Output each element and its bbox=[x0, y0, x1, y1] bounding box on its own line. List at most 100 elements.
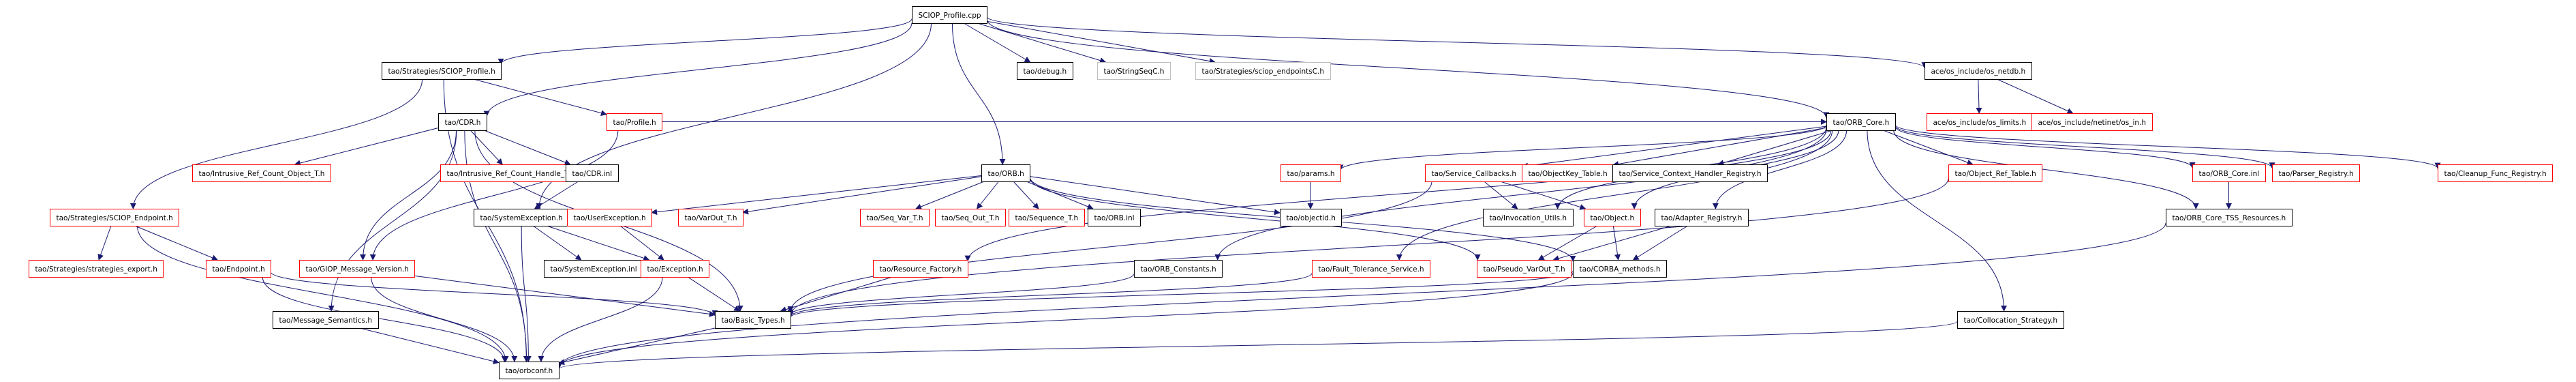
graph-node-seq-out-t-h[interactable]: tao/Seq_Out_T.h bbox=[935, 209, 1006, 226]
edge-orb-h-to-seq-var-t-h bbox=[915, 181, 985, 210]
graph-node-orbconf-h[interactable]: tao/orbconf.h bbox=[499, 362, 559, 379]
graph-node-sch-registry-h[interactable]: tao/Service_Context_Handler_Registry.h bbox=[1612, 164, 1768, 182]
graph-node-corba-methods-h[interactable]: tao/CORBA_methods.h bbox=[1573, 260, 1667, 278]
graph-node-message-semantics-h[interactable]: tao/Message_Semantics.h bbox=[273, 311, 379, 329]
edge-profile-h-to-giop-msg-version-h bbox=[369, 130, 619, 261]
edge-orb-core-h-to-orb-constants-h bbox=[1214, 129, 1827, 261]
graph-node-orb-constants-h[interactable]: tao/ORB_Constants.h bbox=[1134, 260, 1223, 278]
graph-node-endpoint-h[interactable]: tao/Endpoint.h bbox=[206, 260, 271, 278]
edge-service-callbacks-h-to-invocation-utils-h bbox=[1484, 181, 1518, 209]
graph-node-object-h[interactable]: tao/Object.h bbox=[1584, 209, 1641, 226]
edge-orb-h-to-objectid-h bbox=[1029, 176, 1281, 216]
edge-exception-h-to-orbconf-h bbox=[538, 276, 663, 362]
node-label: tao/Seq_Var_T.h bbox=[867, 214, 923, 222]
graph-node-collocation-strategy-h[interactable]: tao/Collocation_Strategy.h bbox=[1957, 311, 2064, 329]
node-label: tao/SystemException.h bbox=[480, 214, 563, 222]
graph-node-service-callbacks-h[interactable]: tao/Service_Callbacks.h bbox=[1425, 164, 1523, 182]
edge-service-callbacks-h-to-object-h bbox=[1500, 181, 1586, 210]
edge-basic-types-h-to-orbconf-h bbox=[558, 327, 716, 366]
edge-orb-core-h-to-sch-registry-h bbox=[1717, 130, 1833, 166]
graph-node-giop-msg-version-h[interactable]: tao/GIOP_Message_Version.h bbox=[299, 260, 415, 278]
node-label: tao/Pseudo_VarOut_T.h bbox=[1484, 265, 1565, 274]
graph-node-orb-core-tss-h[interactable]: tao/ORB_Core_TSS_Resources.h bbox=[2166, 209, 2293, 226]
edge-adapter-registry-h-to-pseudo-varout-t-h bbox=[1552, 225, 1672, 262]
graph-node-debug-h[interactable]: tao/debug.h bbox=[1017, 62, 1073, 80]
graph-node-sciop-endpoint-h[interactable]: tao/Strategies/SCIOP_Endpoint.h bbox=[50, 209, 179, 226]
edge-orb-core-h-to-parser-registry-h bbox=[1895, 125, 2275, 169]
graph-node-basic-types-h[interactable]: tao/Basic_Types.h bbox=[715, 311, 791, 329]
edge-root-to-sciop-profile-h bbox=[497, 18, 913, 65]
node-label: tao/VarOut_T.h bbox=[685, 214, 737, 222]
edge-orb-core-h-to-object-ref-table-h bbox=[1883, 130, 1974, 166]
node-label: tao/Cleanup_Func_Registry.h bbox=[2444, 170, 2547, 178]
node-label: tao/ORB_Core.h bbox=[1833, 119, 1890, 127]
graph-node-system-exception-inl[interactable]: tao/SystemException.inl bbox=[544, 260, 643, 278]
node-box bbox=[499, 362, 559, 379]
graph-node-orb-core-inl[interactable]: tao/ORB_Core.inl bbox=[2192, 164, 2266, 182]
graph-node-exception-h[interactable]: tao/Exception.h bbox=[641, 260, 709, 278]
graph-node-params-h[interactable]: tao/params.h bbox=[1281, 164, 1341, 182]
node-box bbox=[474, 209, 569, 226]
node-box bbox=[1477, 260, 1571, 278]
graph-node-os-in-h[interactable]: ace/os_include/netinet/os_in.h bbox=[2031, 113, 2153, 131]
node-label: tao/Strategies/SCIOP_Endpoint.h bbox=[57, 214, 173, 222]
graph-node-root: SCIOP_Profile.cpp bbox=[912, 6, 987, 24]
graph-node-object-ref-table-h[interactable]: tao/Object_Ref_Table.h bbox=[1948, 164, 2042, 182]
graph-node-objectkey-table-h[interactable]: tao/ObjectKey_Table.h bbox=[1522, 164, 1614, 182]
graph-node-sciop-profile-h[interactable]: tao/Strategies/SCIOP_Profile.h bbox=[382, 62, 502, 80]
graph-node-os-limits-h[interactable]: ace/os_include/os_limits.h bbox=[1927, 113, 2033, 131]
edge-system-exception-h-to-exception-h bbox=[546, 225, 650, 261]
graph-node-orb-core-h[interactable]: tao/ORB_Core.h bbox=[1826, 113, 1896, 131]
graph-node-sciop-endpointsc-h[interactable]: tao/Strategies/sciop_endpointsC.h bbox=[1195, 62, 1331, 80]
edge-exception-h-to-basic-types-h bbox=[687, 276, 741, 312]
node-box bbox=[641, 260, 709, 278]
graph-node-profile-h[interactable]: tao/Profile.h bbox=[607, 113, 662, 131]
edge-corba-methods-h-to-orbconf-h bbox=[555, 272, 1574, 368]
node-label: tao/Parser_Registry.h bbox=[2279, 170, 2354, 178]
graph-node-intrusive-obj-h[interactable]: tao/Intrusive_Ref_Count_Object_T.h bbox=[192, 164, 331, 182]
graph-node-orb-inl[interactable]: tao/ORB.inl bbox=[1088, 209, 1141, 226]
node-label: tao/CDR.inl bbox=[572, 170, 613, 178]
node-box bbox=[206, 260, 271, 278]
graph-node-seq-var-t-h[interactable]: tao/Seq_Var_T.h bbox=[860, 209, 930, 226]
graph-node-varout-t-h[interactable]: tao/VarOut_T.h bbox=[678, 209, 743, 226]
node-box bbox=[566, 164, 619, 182]
graph-node-sequence-t-h[interactable]: tao/Sequence_T.h bbox=[1009, 209, 1085, 226]
node-label: tao/Resource_Factory.h bbox=[880, 265, 962, 274]
node-box bbox=[2272, 164, 2360, 182]
edge-orb-core-tss-h-to-orbconf-h bbox=[555, 222, 2166, 368]
graph-node-cleanup-func-registry-h[interactable]: tao/Cleanup_Func_Registry.h bbox=[2438, 164, 2553, 182]
node-box bbox=[2031, 113, 2153, 131]
node-label: tao/params.h bbox=[1287, 170, 1335, 178]
node-label: tao/Strategies/SCIOP_Profile.h bbox=[388, 68, 495, 76]
graph-node-invocation-utils-h[interactable]: tao/Invocation_Utils.h bbox=[1483, 209, 1574, 226]
node-label: tao/Invocation_Utils.h bbox=[1490, 214, 1567, 222]
graph-node-resource-factory-h[interactable]: tao/Resource_Factory.h bbox=[873, 260, 968, 278]
edge-sciop-profile-h-to-profile-h bbox=[473, 78, 607, 117]
edge-cdr-h-to-intrusive-handle-h bbox=[470, 130, 503, 165]
graph-node-stringseqc-h[interactable]: tao/StringSeqC.h bbox=[1097, 62, 1171, 80]
edge-orb-core-h-to-collocation-strategy-h bbox=[1867, 130, 2008, 312]
graph-node-adapter-registry-h[interactable]: tao/Adapter_Registry.h bbox=[1655, 209, 1749, 226]
graph-node-orb-h[interactable]: tao/ORB.h bbox=[981, 164, 1030, 182]
edge-system-exception-h-to-system-exception-inl bbox=[532, 225, 582, 261]
graph-node-system-exception-h[interactable]: tao/SystemException.h bbox=[474, 209, 569, 226]
node-label: tao/UserException.h bbox=[574, 214, 646, 222]
graph-node-pseudo-varout-t-h[interactable]: tao/Pseudo_VarOut_T.h bbox=[1477, 260, 1571, 278]
graph-node-parser-registry-h[interactable]: tao/Parser_Registry.h bbox=[2272, 164, 2360, 182]
graph-node-fault-tolerance-h[interactable]: tao/Fault_Tolerance_Service.h bbox=[1312, 260, 1430, 278]
edge-orb-h-to-varout-t-h bbox=[742, 176, 982, 215]
graph-node-strategies-export-h[interactable]: tao/Strategies/strategies_export.h bbox=[29, 260, 164, 278]
graph-node-objectid-h[interactable]: tao/objectid.h bbox=[1280, 209, 1342, 226]
node-label: tao/Profile.h bbox=[613, 119, 656, 127]
graph-node-intrusive-handle-h[interactable]: tao/Intrusive_Ref_Count_Handle_T.h bbox=[440, 164, 581, 182]
node-box bbox=[2166, 209, 2293, 226]
graph-node-cdr-inl[interactable]: tao/CDR.inl bbox=[566, 164, 619, 182]
graph-node-cdr-h[interactable]: tao/CDR.h bbox=[438, 113, 487, 131]
node-box bbox=[544, 260, 643, 278]
graph-node-user-exception-h[interactable]: tao/UserException.h bbox=[567, 209, 652, 226]
node-box bbox=[2192, 164, 2266, 182]
graph-node-os-netdb-h[interactable]: ace/os_include/os_netdb.h bbox=[1925, 62, 2032, 80]
node-box bbox=[50, 209, 179, 226]
